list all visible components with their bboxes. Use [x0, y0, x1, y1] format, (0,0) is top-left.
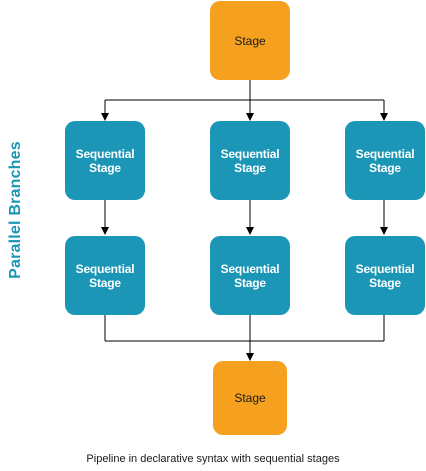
branch-3-first-label: Sequential Stage [355, 146, 415, 175]
branch-3-second-label: Sequential Stage [355, 261, 415, 290]
parallel-branches-title: Parallel Branches [7, 141, 24, 279]
branch-2-first-label: Sequential Stage [220, 146, 280, 175]
top-stage-label: Stage [234, 33, 266, 48]
branch-2-second-label: Sequential Stage [220, 261, 280, 290]
diagram-caption: Pipeline in declarative syntax with sequ… [86, 453, 340, 465]
branch-2-first-stage[interactable]: Sequential Stage [210, 121, 290, 200]
branch-3-first-stage[interactable]: Sequential Stage [345, 121, 425, 200]
branch-1-first-stage[interactable]: Sequential Stage [65, 121, 145, 200]
branch-1-second-label: Sequential Stage [75, 261, 135, 290]
bottom-stage-label: Stage [234, 391, 266, 405]
top-stage-node[interactable]: Stage [210, 1, 290, 80]
branch-1-second-stage[interactable]: Sequential Stage [65, 236, 145, 315]
branch-3-second-stage[interactable]: Sequential Stage [345, 236, 425, 315]
branch-1-first-label: Sequential Stage [75, 146, 135, 175]
bottom-stage-node[interactable]: Stage [213, 361, 287, 435]
branch-2-second-stage[interactable]: Sequential Stage [210, 236, 290, 315]
